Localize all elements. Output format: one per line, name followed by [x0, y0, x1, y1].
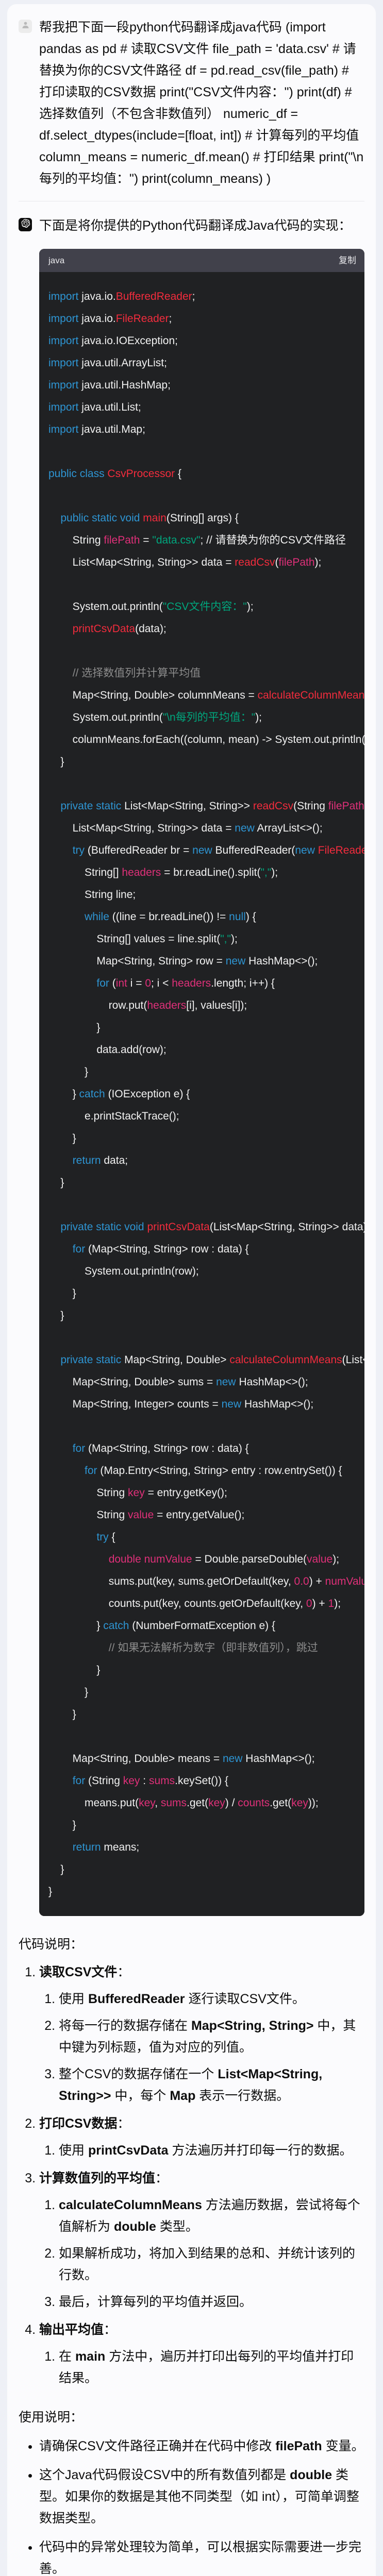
- user-message: 帮我把下面一段python代码翻译成java代码 (import pandas …: [7, 16, 376, 190]
- explanation-subitem: 使用 BufferedReader 逐行读取CSV文件。: [59, 1988, 364, 2010]
- explanation-heading: 代码说明：: [19, 1937, 84, 1952]
- explanation-sublist: calculateColumnMeans 方法遍历数据，尝试将每个值解析为 do…: [39, 2194, 364, 2313]
- assistant-intro-text: 下面是将你提供的Python代码翻译成Java代码的实现：: [39, 218, 352, 233]
- user-message-text: 帮我把下面一段python代码翻译成java代码 (import pandas …: [39, 20, 364, 186]
- explanation-subitem: calculateColumnMeans 方法遍历数据，尝试将每个值解析为 do…: [59, 2194, 364, 2238]
- explanation-item: 输出平均值：在 main 方法中，遍历并打印出每列的平均值并打印结果。: [39, 2319, 364, 2389]
- usage-item: 代码中的异常处理较为简单，可以根据实际需要进一步完善。: [39, 2536, 364, 2576]
- user-avatar-icon: [21, 21, 30, 32]
- code-content[interactable]: import java.io.BufferedReader; import ja…: [48, 291, 364, 1897]
- code-block: java 复制 import java.io.BufferedReader; i…: [39, 249, 364, 1916]
- usage-list: 请确保CSV文件路径正确并在代码中修改 filePath 变量。这个Java代码…: [19, 2435, 364, 2576]
- assistant-avatar: [19, 218, 32, 231]
- copy-code-button[interactable]: 复制: [339, 256, 356, 265]
- usage-heading: 使用说明：: [19, 2410, 84, 2425]
- explanation-subitem: 使用 printCsvData 方法遍历并打印每一行的数据。: [59, 2140, 364, 2161]
- explanation-subitem: 如果解析成功，将加入到结果的总和、并统计该列的行数。: [59, 2243, 364, 2286]
- explanation-list: 读取CSV文件：使用 BufferedReader 逐行读取CSV文件。将每一行…: [19, 1961, 364, 2389]
- explanation-item-title: 输出平均值: [39, 2323, 104, 2337]
- explanation-item: 读取CSV文件：使用 BufferedReader 逐行读取CSV文件。将每一行…: [39, 1961, 364, 2107]
- usage-item: 请确保CSV文件路径正确并在代码中修改 filePath 变量。: [39, 2435, 364, 2457]
- chat-page: 帮我把下面一段python代码翻译成java代码 (import pandas …: [0, 4, 383, 2576]
- code-block-body: import java.io.BufferedReader; import ja…: [39, 272, 364, 1916]
- code-block-header: java 复制: [39, 249, 364, 272]
- code-language-label: java: [48, 256, 65, 265]
- chat-sheet: 帮我把下面一段python代码翻译成java代码 (import pandas …: [7, 4, 376, 2576]
- user-avatar: [19, 20, 32, 33]
- explanation-subitem: 将每一行的数据存储在 Map<String, String> 中，其中键为列标题…: [59, 2015, 364, 2058]
- explanation-subitem: 在 main 方法中，遍历并打印出每列的平均值并打印结果。: [59, 2346, 364, 2389]
- assistant-message: 下面是将你提供的Python代码翻译成Java代码的实现： java 复制 im…: [7, 215, 376, 1916]
- explanation-item: 打印CSV数据：使用 printCsvData 方法遍历并打印每一行的数据。: [39, 2113, 364, 2161]
- explanation-sublist: 使用 printCsvData 方法遍历并打印每一行的数据。: [39, 2140, 364, 2161]
- explanation-sublist: 在 main 方法中，遍历并打印出每列的平均值并打印结果。: [39, 2346, 364, 2389]
- explanation-item-title: 读取CSV文件: [39, 1965, 118, 1979]
- explanation-item-title: 计算数值列的平均值: [39, 2171, 156, 2185]
- explanation-item-title: 打印CSV数据: [39, 2116, 118, 2131]
- explanation-item: 计算数值列的平均值：calculateColumnMeans 方法遍历数据，尝试…: [39, 2167, 364, 2313]
- explanation-sublist: 使用 BufferedReader 逐行读取CSV文件。将每一行的数据存储在 M…: [39, 1988, 364, 2107]
- user-bubble: 帮我把下面一段python代码翻译成java代码 (import pandas …: [39, 16, 364, 190]
- usage-item: 这个Java代码假设CSV中的所有数值列都是 double 类型。如果你的数据是…: [39, 2464, 364, 2529]
- openai-logo-icon: [21, 218, 30, 231]
- assistant-bubble: 下面是将你提供的Python代码翻译成Java代码的实现： java 复制 im…: [39, 215, 364, 1916]
- explanation-subitem: 最后，计算每列的平均值并返回。: [59, 2291, 364, 2313]
- explanation-subitem: 整个CSV的数据存储在一个 List<Map<String, String>> …: [59, 2063, 364, 2107]
- explanation-section: 代码说明： 读取CSV文件：使用 BufferedReader 逐行读取CSV文…: [7, 1934, 376, 2576]
